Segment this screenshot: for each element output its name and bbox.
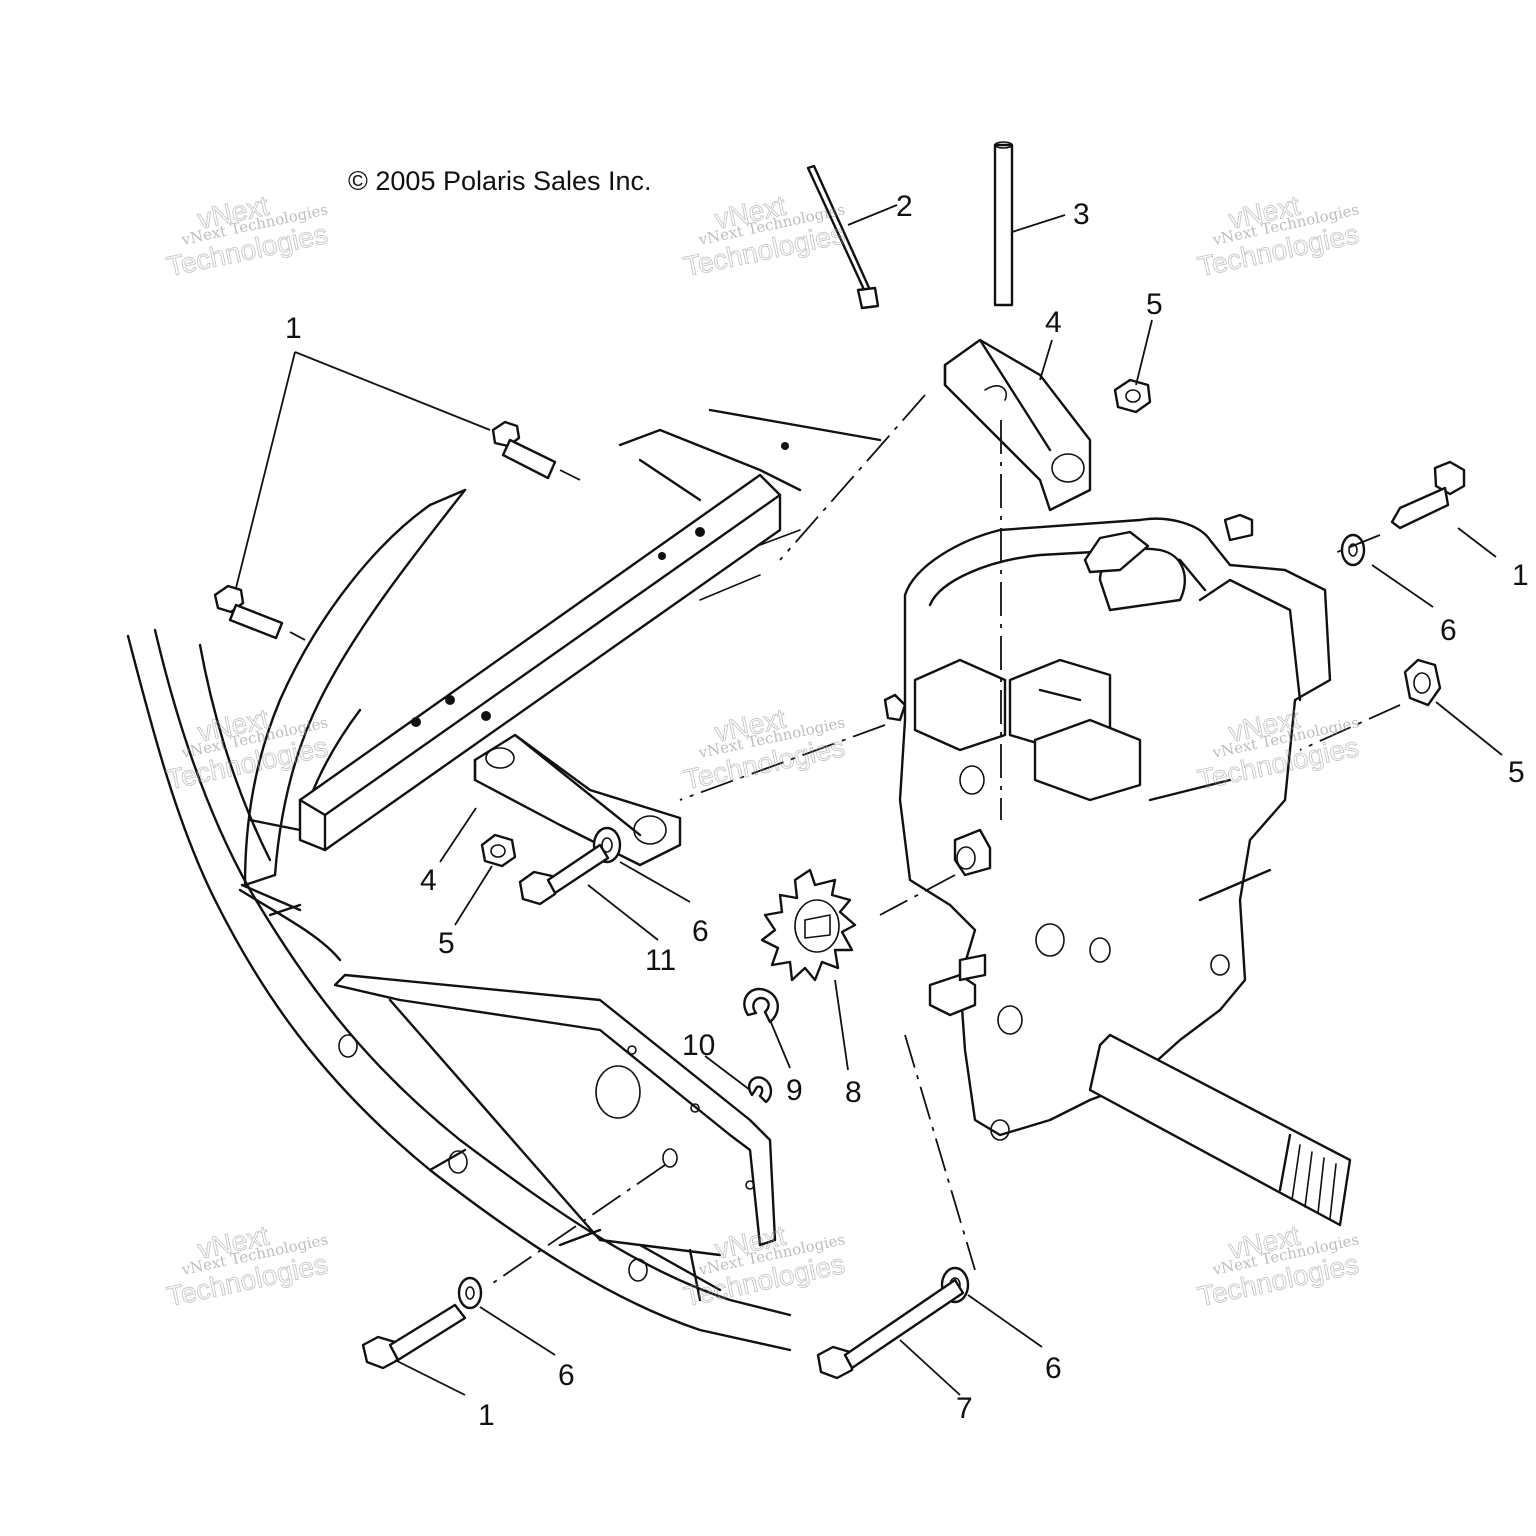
callout-4-mid: 4 bbox=[420, 864, 437, 897]
leader-lines bbox=[235, 204, 1503, 1396]
callout-1-top-left: 1 bbox=[285, 312, 302, 345]
retainer-9 bbox=[743, 987, 779, 1024]
watermark-mid-left: vNext vNext Technologies Technologies bbox=[164, 702, 331, 796]
part-3-pin bbox=[993, 141, 1014, 307]
watermark-bottom-left: vNext vNext Technologies Technologies bbox=[164, 1219, 331, 1313]
callout-5-right: 5 bbox=[1508, 756, 1525, 789]
callout-10: 10 bbox=[682, 1029, 715, 1062]
callout-5-mid: 5 bbox=[438, 927, 455, 960]
copyright-notice: © 2005 Polaris Sales Inc. bbox=[348, 166, 652, 196]
sprocket-8 bbox=[760, 868, 857, 982]
callout-6-bottom-right: 6 bbox=[1045, 1352, 1062, 1385]
frame-tubes bbox=[126, 488, 792, 1352]
washer-6-bottom-left bbox=[457, 1276, 483, 1310]
callout-5-top: 5 bbox=[1146, 288, 1163, 321]
nut-5-mid bbox=[480, 833, 517, 868]
mounting-rail bbox=[298, 408, 882, 852]
watermark-bottom-center: vNext vNext Technologies Technologies bbox=[681, 1219, 848, 1313]
bolt-1-right bbox=[1390, 460, 1466, 530]
callout-6-bottom-left: 6 bbox=[558, 1359, 575, 1392]
output-shaft bbox=[1088, 1033, 1352, 1227]
watermark-top-right: vNext vNext Technologies Technologies bbox=[1195, 189, 1362, 283]
bolt-1-bottom bbox=[361, 1303, 467, 1370]
callout-4-top: 4 bbox=[1045, 306, 1062, 339]
bracket-4-top bbox=[943, 338, 1092, 512]
callout-8: 8 bbox=[845, 1076, 862, 1109]
watermark-bottom-right: vNext vNext Technologies Technologies bbox=[1195, 1219, 1362, 1313]
watermark-top-left: vNext vNext Technologies Technologies bbox=[164, 189, 331, 283]
part-2-rod bbox=[806, 164, 880, 310]
callout-2: 2 bbox=[896, 190, 913, 223]
bolt-7 bbox=[816, 1278, 965, 1380]
nut-5-top bbox=[1113, 378, 1152, 414]
bolt-1-top bbox=[491, 420, 581, 481]
callout-6-right: 6 bbox=[1440, 614, 1457, 647]
callout-1-bottom: 1 bbox=[478, 1399, 495, 1432]
callout-numbers: 1 2 3 4 5 1 6 5 4 5 6 11 10 9 8 6 1 7 6 bbox=[285, 190, 1529, 1432]
callout-9: 9 bbox=[786, 1074, 803, 1107]
watermark-mid-center: vNext vNext Technologies Technologies bbox=[681, 702, 848, 796]
nut-5-right bbox=[1403, 658, 1442, 707]
callout-1-right: 1 bbox=[1512, 559, 1529, 592]
bracket-4-mid bbox=[473, 733, 682, 867]
callout-6-mid: 6 bbox=[692, 915, 709, 948]
clip-10 bbox=[748, 1076, 773, 1104]
callout-7: 7 bbox=[956, 1392, 973, 1425]
callout-3: 3 bbox=[1073, 198, 1090, 231]
assembly-centerlines bbox=[489, 394, 1401, 1286]
gearcase-housing bbox=[883, 513, 1332, 1141]
bolt-1-left bbox=[213, 584, 306, 641]
lower-frame-plate bbox=[333, 973, 777, 1302]
callout-11: 11 bbox=[645, 944, 676, 977]
bolt-11 bbox=[518, 843, 610, 906]
washer-6-right bbox=[1340, 533, 1366, 567]
